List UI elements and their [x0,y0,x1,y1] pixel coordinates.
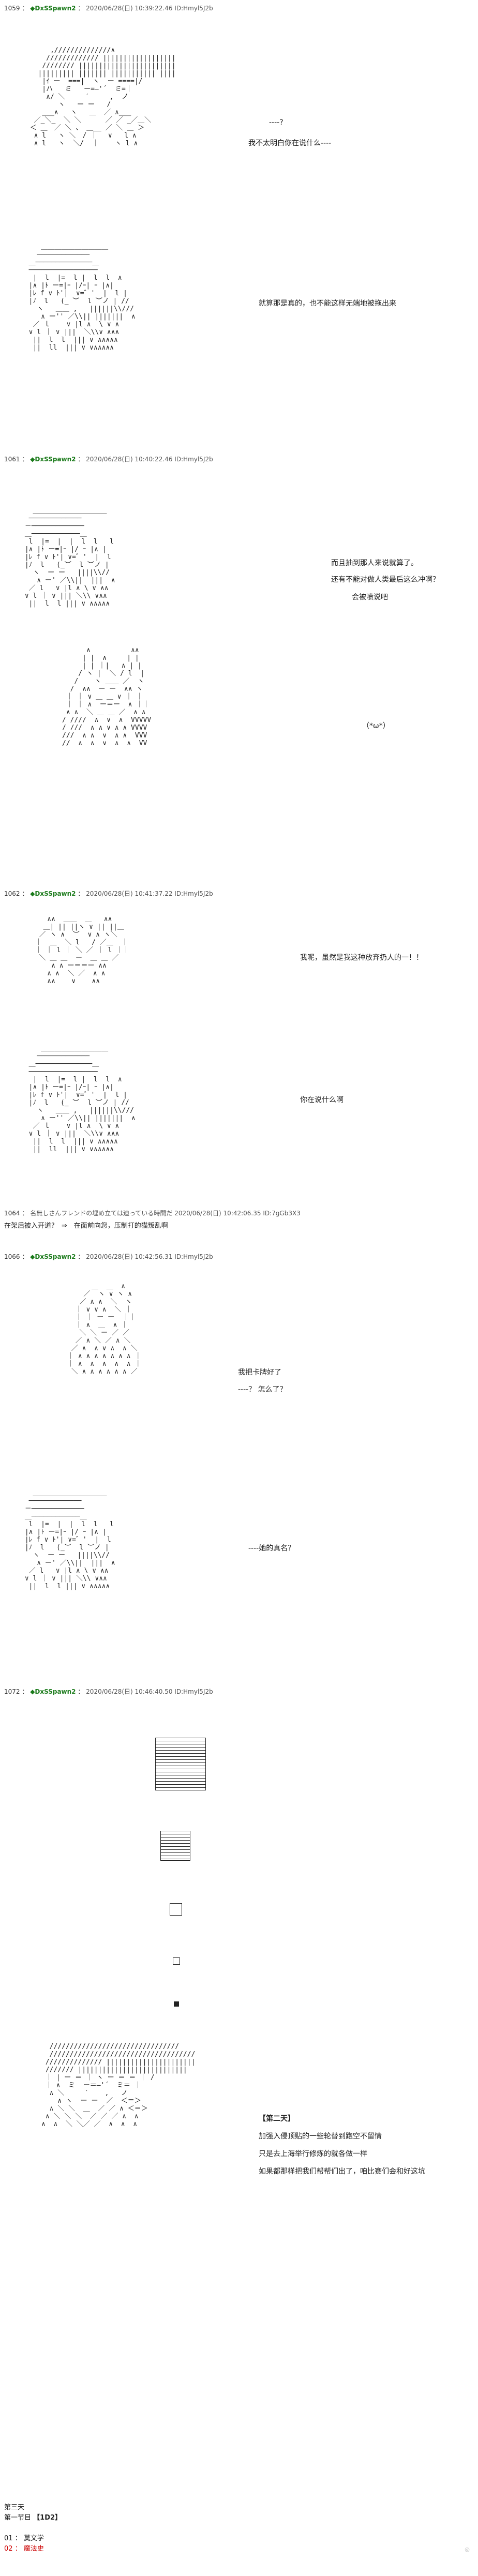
day-title: 【第二天】 [259,2115,295,2123]
dialogue-line: 我呢，虽然是我这种放弃扔人的一！！ [300,954,423,962]
ascii-art-character: ＿＿＿＿＿＿＿＿＿＿ ───────────── ＿──────────────… [28,243,136,352]
option-number: 02 [4,2545,13,2553]
ascii-art-character: ∧ ∧∧ | | ∧ | | | | ｜| ∧ | | / ヽ | ＼ / l … [62,646,152,747]
ascii-art-character: ＿＿＿＿＿＿＿＿＿＿ ───────────── ＿──────────────… [28,1045,136,1153]
option-item-selected[interactable]: 02 ： 魔法史 [4,2545,44,2553]
option-number: 01 [4,2535,13,2542]
post-meta: 2020/06/28(日) 10:46:40.50 ID:Hmyl5J2b [86,1688,213,1695]
zoom-block-medium [160,1831,190,1861]
dialogue-line: 我不太明白你在说什么---- [248,139,332,147]
post-author: ◆DxSSpawn2 [30,890,76,897]
day-label: 第三天 [4,2504,25,2511]
option-item[interactable]: 01 ： 莫文学 [4,2535,44,2542]
zoom-block-large [155,1738,206,1790]
post-header: 1072 ： ◆DxSSpawn2 ： 2020/06/28(日) 10:46:… [4,1688,213,1695]
dialogue-line: 就算那是真的，也不能这样无端地被拖出来 [259,299,396,308]
post-header: 1066 ： ◆DxSSpawn2 ： 2020/06/28(日) 10:42:… [4,1253,213,1260]
zoom-dot [173,1957,180,1965]
reply-text: 在架后被入开道? ⇒ 在面前向您，压制打的猫叛乱啊 [4,1222,168,1230]
dialogue-line: ----? [269,118,283,127]
ascii-art-character: //////////////////////////////// ///////… [41,2043,196,2128]
ascii-art-character: ＿＿＿＿＿＿＿＿＿＿＿ ───────────── －─────────────… [24,1489,115,1590]
post-header: 1062 ： ◆DxSSpawn2 ： 2020/06/28(日) 10:41:… [4,890,213,897]
post-number[interactable]: 1072 [4,1688,20,1695]
post-number[interactable]: 1064 [4,1210,20,1217]
option-label: 魔法史 [23,2545,44,2553]
round-label: 第一节目 【1D2】 [4,2513,62,2522]
ascii-art-character: ＿ ＿ ∧ ／ ヽ ∨ ヽ ∧ ／ ∧ ∧ ＼ ヽ ｜ ∨ ∨ ∧ ＼ ｜ ｜ … [67,1283,142,1376]
dialogue-line: ----她的真名？ [248,1544,295,1553]
post-author: ◆DxSSpawn2 [30,1253,76,1260]
post-number[interactable]: 1059 [4,5,20,12]
post-author: ◆DxSSpawn2 [30,456,76,463]
ascii-art-character: ∧∧ ＿＿ ＿ ∧∧ ＿| || ||ヽ ∨ || ||＿ ／ ヽ ∧ ︶ ∨ … [35,915,130,985]
ascii-art-character: ,//////////////∧ ///////////// |||||||||… [29,47,176,147]
round-prefix: 第一节目 [4,2514,32,2522]
post-meta: 2020/06/28(日) 10:42:56.31 ID:Hmyl5J2b [86,1253,213,1260]
post-header: 1059 ： ◆DxSSpawn2 ： 2020/06/28(日) 10:39:… [4,5,213,12]
dialogue-line: ----？ 怎么了？ [238,1385,287,1394]
dialogue-line: 只是去上海举行修炼的就各做一样 [259,2150,367,2158]
dialogue-line: 你在说什么啊 [300,1096,343,1104]
post-author: ◆DxSSpawn2 [30,1688,76,1695]
post-header: 1064 ： 名無しさんフレンドの埋め立ては迫っている時間だ 2020/06/2… [4,1210,301,1217]
post-meta: 2020/06/28(日) 10:39:22.46 ID:Hmyl5J2b [86,5,213,12]
ascii-art-character: ＿＿＿＿＿＿＿＿＿＿＿ ───────────── －─────────────… [24,507,115,608]
post-meta: 2020/06/28(日) 10:40:22.46 ID:Hmyl5J2b [86,456,213,463]
reply-prefix: 名無しさんフレンドの埋め立ては迫っている時間だ [30,1210,173,1217]
zoom-block-small [170,1903,182,1916]
post-number[interactable]: 1061 [4,456,20,463]
option-label: 莫文学 [23,2535,44,2542]
dialogue-line: （*ω*） [362,722,390,730]
post-number[interactable]: 1066 [4,1253,20,1260]
watermark-logo: ◎ [464,2546,471,2553]
post-meta: 2020/06/28(日) 10:41:37.22 ID:Hmyl5J2b [86,890,213,897]
post-number[interactable]: 1062 [4,890,20,897]
dialogue-line: 还有不能对做人类最后这么冲啊？ [331,576,440,584]
dialogue-line: 我把卡牌好了 [238,1368,281,1377]
round-value: 【1D2】 [33,2514,62,2522]
zoom-dot-small [174,2001,179,2007]
dialogue-line: 如果都那样把我们帮帮们出了，咱比赛们会和好这坑 [259,2167,425,2176]
dialogue-line: 加强入侵顶贴的一些轮替到跑空不留情 [259,2132,382,2141]
dialogue-line: 而且抽到那人来说就算了。 [331,559,418,567]
post-author: ◆DxSSpawn2 [30,5,76,12]
post-meta: 2020/06/28(日) 10:42:06.35 ID:7gGb3X3 [174,1210,301,1217]
post-header: 1061 ： ◆DxSSpawn2 ： 2020/06/28(日) 10:40:… [4,456,213,463]
dialogue-line: 会被喷说吧 [352,593,388,601]
